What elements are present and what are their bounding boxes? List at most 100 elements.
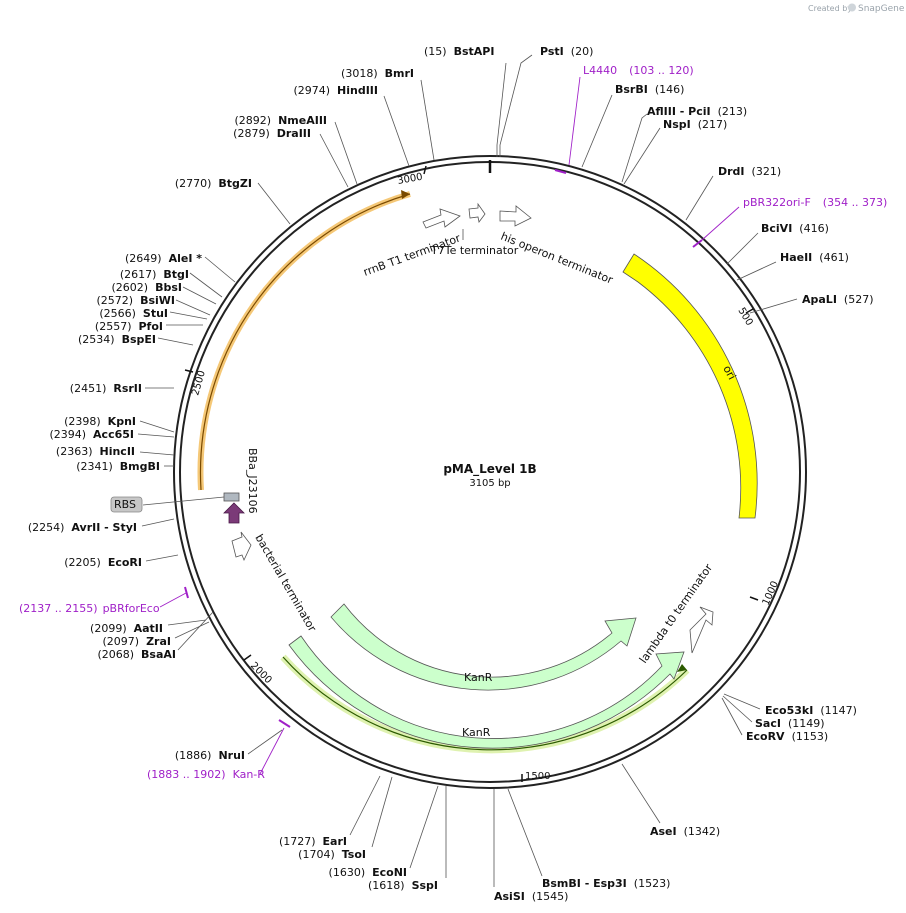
leader-zrai xyxy=(174,621,210,639)
site-avrii: (2254)AvrII - StyI xyxy=(28,521,137,534)
rbs-feature[interactable] xyxy=(223,492,240,502)
leader-avrii xyxy=(141,518,175,527)
primer-mark-kanr xyxy=(278,719,291,728)
site-leaders xyxy=(137,54,798,887)
site-haeii: HaeII(461) xyxy=(780,251,849,264)
rrnb-t1-terminator-arrow[interactable] xyxy=(422,208,461,229)
leader-apali xyxy=(749,298,798,314)
site-bsmbi: BsmBI - Esp3I(1523) xyxy=(542,877,670,890)
site-bbsi: (2602)BbsI xyxy=(112,281,182,294)
credit-brand: SnapGene xyxy=(858,4,905,14)
site-eco53ki: Eco53kI(1147) xyxy=(765,704,857,717)
site-eari: (1727)EarI xyxy=(279,835,347,848)
primer-kan-r: (1883 .. 1902)Kan-R xyxy=(147,768,265,781)
site-nrui: (1886)NruI xyxy=(175,749,245,762)
site-labels-right: (15)BstAPI PstI(20) BsrBI(146) AflIII - … xyxy=(424,45,874,903)
leader-bstapi xyxy=(496,62,507,157)
leader-pbrforeco xyxy=(159,592,187,608)
lambda-t0-label: lambda t0 terminator xyxy=(637,561,716,665)
backbone-outer-circle xyxy=(173,155,807,789)
leader-econi xyxy=(409,785,439,869)
leader-asei xyxy=(621,763,661,824)
leader-nmeaiii xyxy=(334,121,358,185)
ori-feature[interactable] xyxy=(622,253,758,519)
site-rsrii: (2451)RsrII xyxy=(70,382,142,395)
leader-nspi xyxy=(623,127,661,185)
leader-ecorv xyxy=(721,697,743,736)
kanr-feature-outer[interactable] xyxy=(288,635,685,749)
tick-label-3000: 3000 xyxy=(397,172,424,187)
leader-btgzi xyxy=(257,182,291,225)
tick-label-2000: 2000 xyxy=(248,660,274,686)
promoter-arrow[interactable] xyxy=(223,502,245,524)
rbs-label: RBS xyxy=(114,498,136,511)
kanr-orf-arrowhead xyxy=(677,664,687,672)
leader-bmri xyxy=(420,79,435,161)
site-alei: (2649)AleI * xyxy=(125,252,202,265)
site-kpni: (2398)KpnI xyxy=(64,415,136,428)
tick-mark-2500 xyxy=(184,369,194,373)
tick-mark-500 xyxy=(745,308,754,314)
leader-saci xyxy=(722,695,753,723)
kanr-feature-inner[interactable] xyxy=(330,603,637,691)
leader-acc65i xyxy=(137,433,175,438)
orf-left-arrowhead xyxy=(401,190,410,199)
leader-stui xyxy=(169,311,208,320)
site-bstapi: (15)BstAPI xyxy=(424,45,494,58)
his-operon-terminator-arrow[interactable] xyxy=(499,205,532,227)
primer-pbrforeco: (2137 .. 2155)pBRforEco xyxy=(19,602,160,615)
leader-bspei xyxy=(157,337,194,346)
bacterial-terminator-label: bacterial terminator xyxy=(252,532,319,634)
site-apali: ApaLI(527) xyxy=(802,293,874,306)
leader-pbr322ori xyxy=(701,206,740,241)
leader-kanr-primer xyxy=(259,727,285,775)
site-aatii: (2099)AatII xyxy=(90,622,163,635)
lambda-t0-terminator-arrow[interactable] xyxy=(689,606,714,654)
t7te-label: T7Te terminator xyxy=(430,244,519,257)
site-drdi: DrdI(321) xyxy=(718,165,781,178)
kanr-label-outer: KanR xyxy=(462,726,491,739)
site-pfoi: (2557)PfoI xyxy=(95,320,163,333)
tick-label-2500: 2500 xyxy=(190,369,208,396)
leader-pstI xyxy=(499,54,533,157)
ori-label: ori xyxy=(720,363,738,382)
leader-eari xyxy=(349,775,381,836)
leader-alei xyxy=(204,256,236,283)
site-bmgbi: (2341)BmgBI xyxy=(76,460,160,473)
site-nmeaiii: (2892)NmeAIII xyxy=(235,114,328,127)
site-labels-left: (1618)SspI (1630)EcoNI (1704)TsoI (1727)… xyxy=(28,67,438,892)
leader-bcivi xyxy=(726,232,759,265)
site-bsiwi: (2572)BsiWI xyxy=(96,294,175,307)
leader-bsiwi xyxy=(175,299,211,316)
site-btgi: (2617)BtgI xyxy=(120,268,189,281)
bacterial-terminator-arrow[interactable] xyxy=(231,531,252,562)
site-bsrbi: BsrBI(146) xyxy=(615,83,684,96)
primer-mark-l4440 xyxy=(554,169,567,174)
leader-bsmbi xyxy=(507,788,543,877)
credit-prefix: Created by xyxy=(808,4,852,13)
leader-haeii xyxy=(736,261,777,281)
site-hincii: (2363)HincII xyxy=(56,445,135,458)
tick-label-1500: 1500 xyxy=(525,771,550,782)
site-bcivi: BciVI(416) xyxy=(761,222,829,235)
site-hindiii: (2974)HindIII xyxy=(293,84,378,97)
tick-mark-1000 xyxy=(749,596,759,601)
primer-mark-pbrforeco xyxy=(184,586,189,599)
site-econi: (1630)EcoNI xyxy=(329,866,407,879)
bba-j23106-label: BBa_J23106 xyxy=(246,448,259,514)
kanr-orf-line xyxy=(282,656,688,751)
his-operon-label: his operon terminator xyxy=(499,230,615,287)
site-bmri: (3018)BmrI xyxy=(341,67,414,80)
site-bspei: (2534)BspEI xyxy=(78,333,156,346)
rbs-badge xyxy=(110,496,143,513)
tick-mark-3000 xyxy=(423,165,427,175)
t7te-terminator-arrow[interactable] xyxy=(468,202,486,223)
primer-mark-pbr322ori xyxy=(692,239,703,248)
plasmid-length: 3105 bp xyxy=(469,478,510,489)
site-bsaai: (2068)BsaAI xyxy=(97,648,176,661)
leader-nrui xyxy=(247,729,283,755)
leader-bbsi xyxy=(182,286,217,305)
site-saci: SacI(1149) xyxy=(755,717,825,730)
leader-l4440 xyxy=(568,76,581,166)
